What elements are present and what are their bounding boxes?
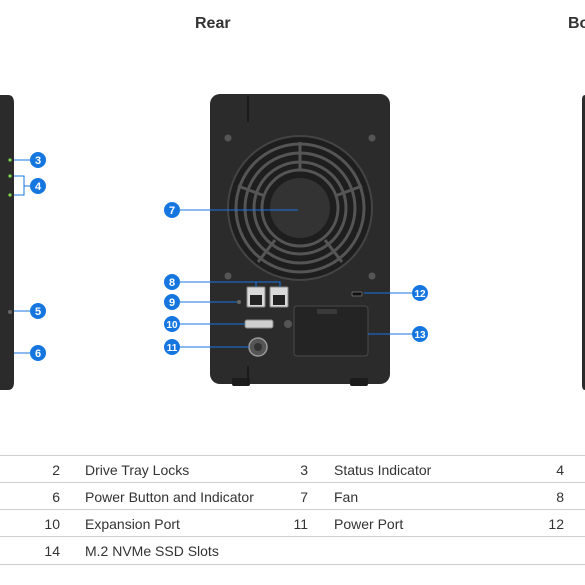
legend-number: 12 bbox=[548, 516, 564, 532]
callout-11: 11 bbox=[164, 339, 180, 355]
callout-5: 5 bbox=[30, 303, 46, 319]
reset-button bbox=[237, 300, 241, 304]
rear-device bbox=[180, 94, 412, 386]
status-led-2 bbox=[8, 174, 12, 178]
svg-text:8: 8 bbox=[169, 277, 175, 289]
status-led-1 bbox=[8, 158, 12, 162]
legend-number: 8 bbox=[556, 489, 564, 505]
callout-13: 13 bbox=[412, 326, 428, 342]
legend-label: Fan bbox=[334, 489, 359, 505]
rear-heading: Rear bbox=[195, 15, 231, 32]
svg-text:5: 5 bbox=[35, 306, 41, 318]
svg-text:3: 3 bbox=[35, 155, 41, 167]
svg-text:12: 12 bbox=[414, 289, 426, 300]
kensington-slot bbox=[351, 291, 363, 297]
callout-8: 8 bbox=[164, 274, 180, 290]
svg-text:13: 13 bbox=[414, 330, 426, 341]
legend-label: M.2 NVMe SSD Slots bbox=[85, 543, 219, 559]
legend-number: 11 bbox=[293, 516, 308, 532]
svg-text:10: 10 bbox=[166, 320, 178, 331]
legend-label: Expansion Port bbox=[85, 516, 180, 532]
callout-3: 3 bbox=[30, 152, 46, 168]
legend-label: Drive Tray Locks bbox=[85, 462, 190, 478]
callout-6: 6 bbox=[30, 345, 46, 361]
legend-label: Power Port bbox=[334, 516, 404, 532]
callout-9: 9 bbox=[164, 294, 180, 310]
callout-10: 10 bbox=[164, 316, 180, 332]
legend-number: 3 bbox=[300, 462, 308, 478]
svg-text:4: 4 bbox=[35, 181, 42, 193]
legend-number: 2 bbox=[52, 462, 60, 478]
legend-row: 10 Expansion Port 11 Power Port 12 bbox=[0, 509, 585, 537]
fan-grille bbox=[227, 135, 373, 281]
legend-number: 6 bbox=[52, 489, 60, 505]
legend-number: 14 bbox=[44, 543, 60, 559]
legend-row: 2 Drive Tray Locks 3 Status Indicator 4 bbox=[0, 455, 585, 483]
svg-text:6: 6 bbox=[35, 348, 41, 360]
svg-text:9: 9 bbox=[169, 297, 175, 309]
legend-label: Power Button and Indicator bbox=[85, 489, 254, 505]
callout-4: 4 bbox=[30, 178, 46, 194]
front-usb-port bbox=[8, 310, 12, 314]
status-led-3 bbox=[8, 193, 12, 197]
m2-cover bbox=[293, 305, 369, 357]
bottom-heading-partial: Bo bbox=[568, 15, 585, 32]
legend-row: 6 Power Button and Indicator 7 Fan 8 bbox=[0, 482, 585, 510]
legend-number: 4 bbox=[556, 462, 564, 478]
legend-number: 10 bbox=[44, 516, 60, 532]
callout-7: 7 bbox=[164, 202, 180, 218]
legend-number: 7 bbox=[300, 489, 308, 505]
svg-text:7: 7 bbox=[169, 205, 175, 217]
front-device-partial bbox=[0, 95, 30, 390]
callout-12: 12 bbox=[412, 285, 428, 301]
svg-text:11: 11 bbox=[167, 343, 178, 354]
device-diagram: 3 4 5 6 7 8 9 10 11 12 13 bbox=[0, 94, 585, 390]
legend-row: 14 M.2 NVMe SSD Slots bbox=[0, 536, 585, 565]
legend-label: Status Indicator bbox=[334, 462, 432, 478]
bottom-device-partial bbox=[582, 95, 585, 390]
expansion-port bbox=[244, 319, 274, 329]
